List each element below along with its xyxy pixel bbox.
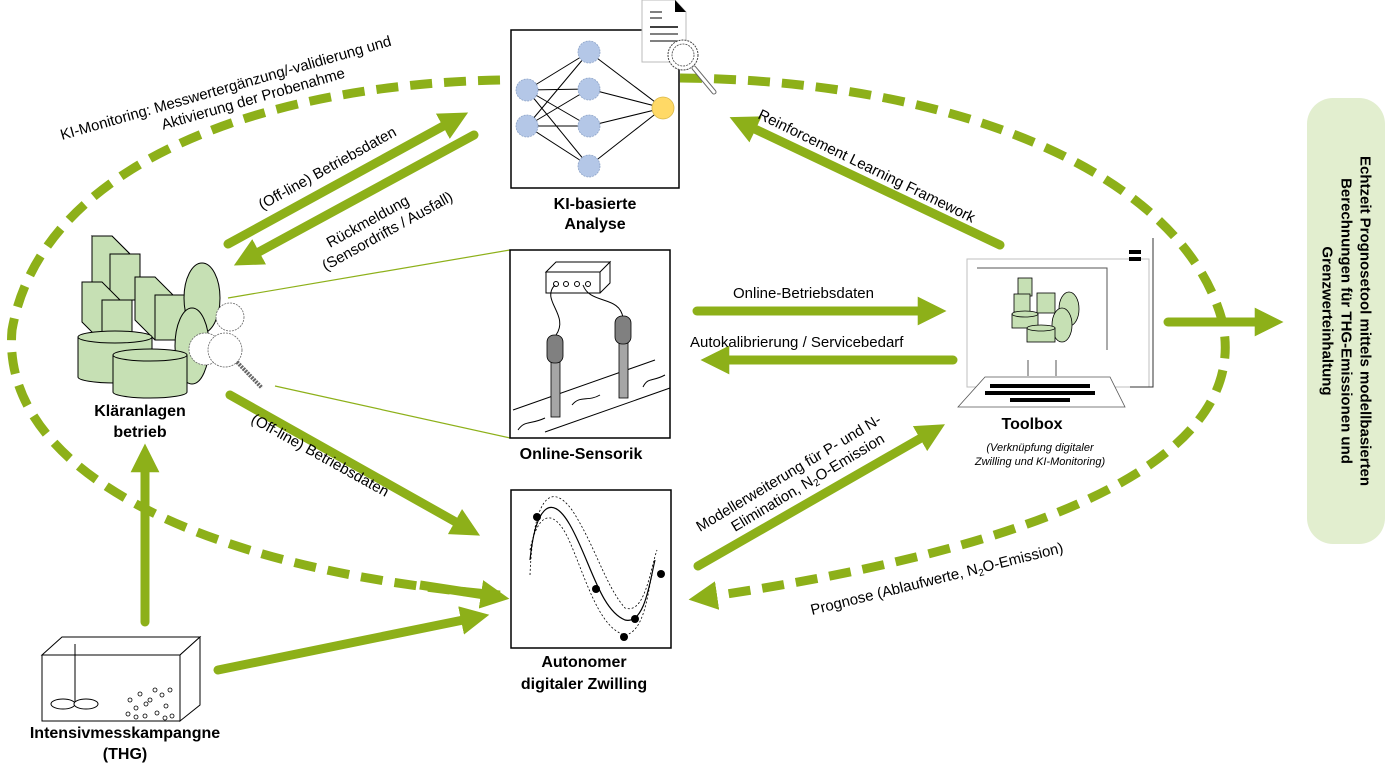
model-data-points bbox=[533, 513, 665, 641]
offline-down-label: (Off-line) Betriebsdaten bbox=[248, 411, 392, 501]
ki-analyse-label-2: Analyse bbox=[564, 216, 625, 233]
online-sensorik-node: Online-Sensorik bbox=[509, 249, 671, 463]
ki-analyse-node: KI-basierte Analyse bbox=[510, 0, 717, 233]
plant-icon bbox=[77, 235, 221, 399]
connector-top bbox=[227, 249, 511, 299]
toolbox-title: Toolbox bbox=[1001, 416, 1062, 433]
output-box bbox=[1307, 98, 1385, 544]
toolbox-sub-2: Zwilling und KI-Monitoring) bbox=[974, 456, 1106, 468]
intensiv-label-1: Intensivmesskampangne bbox=[30, 725, 220, 742]
arrow-modellerweiterung bbox=[693, 424, 945, 571]
bubbles-icon bbox=[125, 687, 175, 721]
document-search-icon bbox=[641, 0, 717, 95]
ki-analyse-label-1: KI-basierte bbox=[554, 196, 637, 213]
zwilling-node: Autonomer digitaler Zwilling bbox=[510, 489, 672, 693]
toolbox-sub-1: (Verknüpfung digitaler bbox=[986, 442, 1095, 454]
model-curve-icon bbox=[529, 496, 658, 636]
zwilling-label-2: digitaler Zwilling bbox=[521, 676, 647, 693]
autokalibrierung-label: Autokalibrierung / Servicebedarf bbox=[690, 334, 904, 351]
neural-network-nodes bbox=[515, 40, 601, 178]
intensiv-node: Intensivmesskampangne (THG) bbox=[30, 635, 220, 763]
online-betriebsdaten-label: Online-Betriebsdaten bbox=[733, 285, 874, 302]
nn-hidden-node bbox=[577, 154, 601, 178]
zwilling-label-1: Autonomer bbox=[541, 654, 626, 671]
monitoring-loop bbox=[7, 75, 501, 600]
online-sensorik-label: Online-Sensorik bbox=[520, 446, 643, 463]
offline-up-label: (Off-line) Betriebsdaten bbox=[256, 124, 400, 214]
tank-icon bbox=[40, 635, 202, 723]
reinforcement-label: Reinforcement Learning Framework bbox=[755, 106, 978, 226]
nn-hidden-node bbox=[577, 114, 601, 138]
arrow-offline-up bbox=[223, 112, 469, 249]
arrow-intensiv-to-zwilling bbox=[213, 606, 490, 675]
klaeranlage-node: Kläranlagen betrieb bbox=[77, 235, 264, 441]
klaeranlage-label-2: betrieb bbox=[113, 424, 167, 441]
intensiv-label-2: (THG) bbox=[103, 746, 147, 763]
loop-arrow-into-zwilling bbox=[419, 580, 510, 609]
nn-hidden-node bbox=[577, 40, 601, 64]
neural-network-edges bbox=[526, 51, 664, 167]
modellerweiterung-label-2: Elimination, N2O-Emission bbox=[728, 430, 888, 537]
arrow-reinforcement bbox=[729, 116, 1005, 250]
toolbox-node: Toolbox (Verknüpfung digitaler Zwilling … bbox=[957, 238, 1154, 468]
nn-input-node bbox=[515, 114, 539, 138]
arrow-offline-down bbox=[225, 390, 481, 536]
connector-bottom bbox=[274, 385, 511, 439]
gear-search-icon bbox=[188, 302, 264, 390]
klaeranlage-label-1: Kläranlagen bbox=[94, 403, 186, 420]
nn-output-node bbox=[651, 96, 675, 120]
sensor-icon bbox=[512, 260, 671, 433]
nn-hidden-node bbox=[577, 77, 601, 101]
nn-input-node bbox=[515, 78, 539, 102]
arrow-rueckmeldung bbox=[233, 130, 479, 266]
toolbox-plant-icon bbox=[1011, 277, 1080, 343]
